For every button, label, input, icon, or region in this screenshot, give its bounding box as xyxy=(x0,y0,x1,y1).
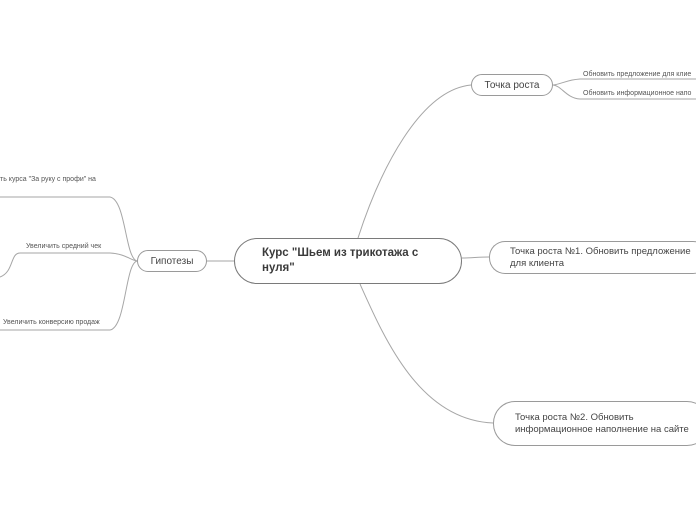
topic-growth-point-label: Точка роста xyxy=(484,79,540,91)
central-topic[interactable]: Курс "Шьем из трикотажа с нуля" xyxy=(234,238,462,284)
connector-hyp-leaf2 xyxy=(20,252,138,262)
connector-central-gp1 xyxy=(461,256,490,259)
subtopic-course-profi[interactable]: ть курса "За руку с профи" на xyxy=(0,176,96,183)
subtopic-update-content[interactable]: Обновить информационное напо xyxy=(583,90,692,97)
central-topic-label: Курс "Шьем из трикотажа с нуля" xyxy=(262,247,419,274)
connector-central-growth xyxy=(357,84,472,239)
topic-hypotheses[interactable]: Гипотезы xyxy=(137,250,207,272)
connector-sub-leaf xyxy=(0,252,21,278)
connector-hyp-leaf1 xyxy=(0,196,138,262)
connector-central-gp2 xyxy=(359,283,494,424)
topic-growth-point-2[interactable]: Точка роста №2. Обновить информационное … xyxy=(493,401,696,446)
topic-growth-point-1-label: Точка роста №1. Обновить предложение для… xyxy=(510,245,691,269)
subtopic-update-offer[interactable]: Обновить предложение для клие xyxy=(583,71,692,78)
topic-growth-point[interactable]: Точка роста xyxy=(471,74,553,96)
subtopic-average-check[interactable]: Увеличить средний чек xyxy=(26,243,102,250)
connector-growth-leaf1 xyxy=(552,78,696,86)
topic-growth-point-2-label: Точка роста №2. Обновить информационное … xyxy=(515,411,689,435)
connector-growth-leaf2 xyxy=(552,84,696,100)
subtopic-conversion[interactable]: Увеличить конверсию продаж xyxy=(3,319,100,326)
topic-hypotheses-label: Гипотезы xyxy=(150,255,194,267)
topic-growth-point-1[interactable]: Точка роста №1. Обновить предложение для… xyxy=(489,241,696,274)
connector-hyp-leaf3 xyxy=(0,260,138,331)
